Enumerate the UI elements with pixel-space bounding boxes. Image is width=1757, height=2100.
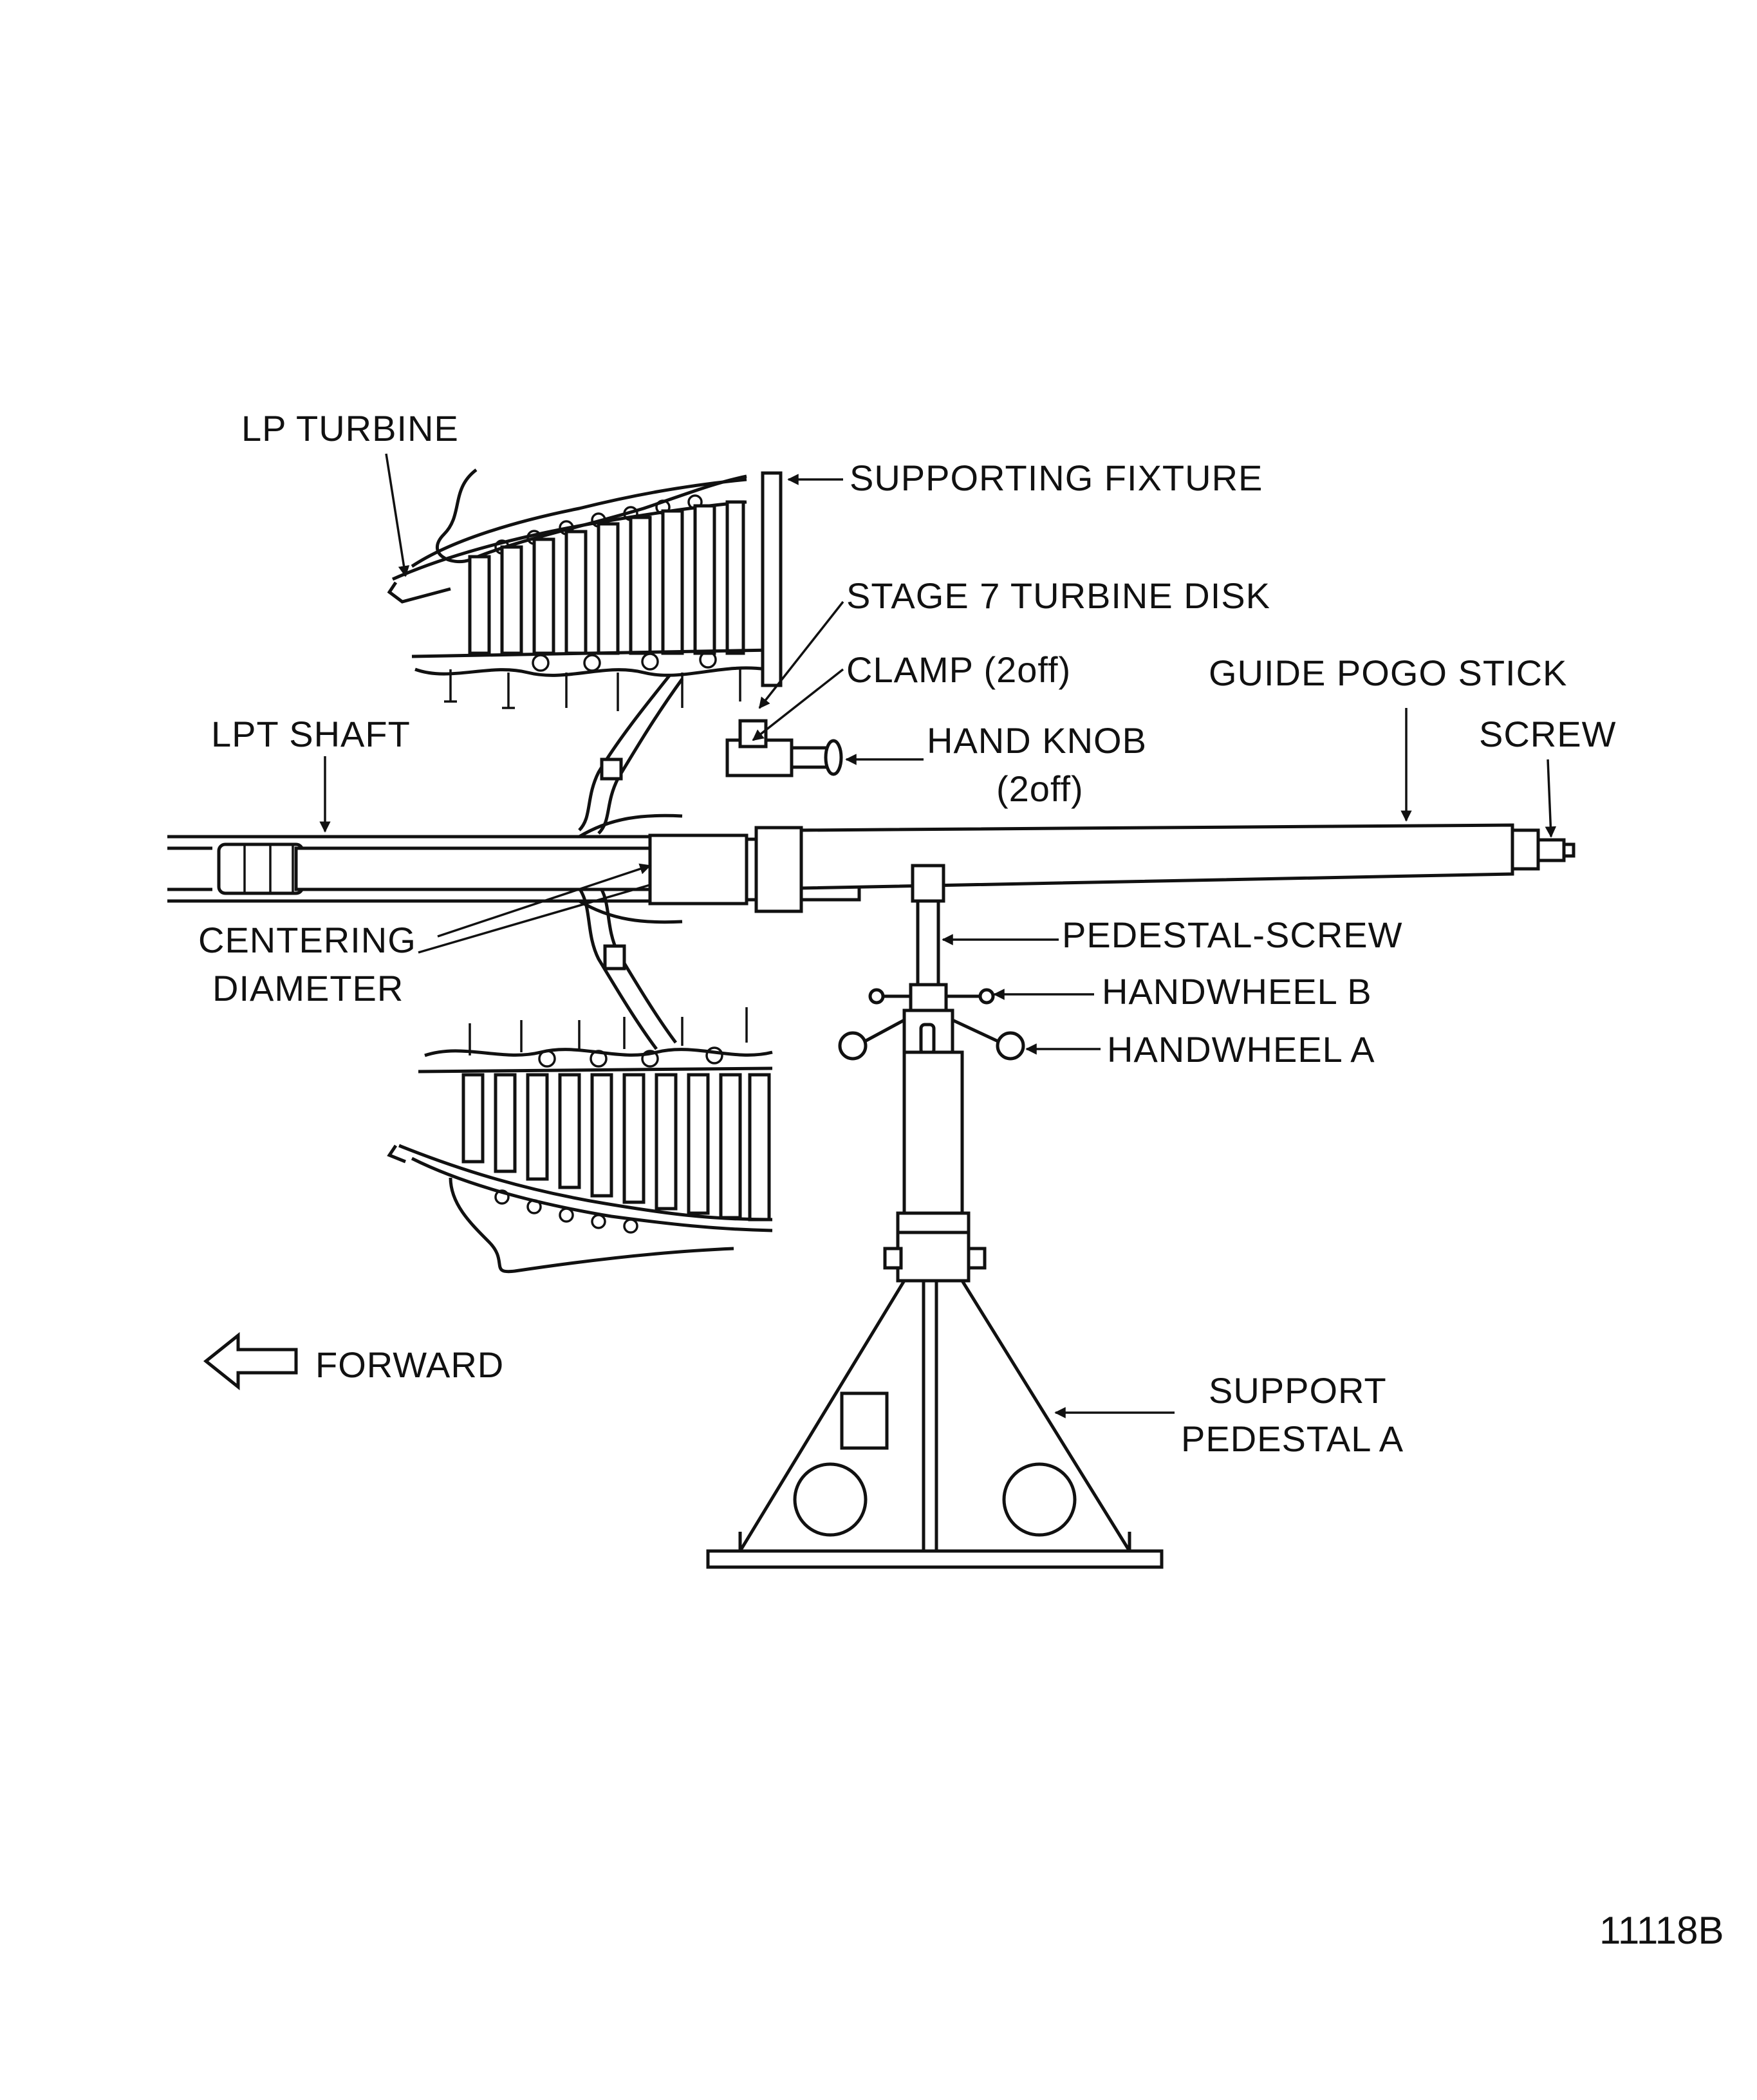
label-diameter: DIAMETER (212, 968, 404, 1008)
handwheel-a (838, 1008, 1025, 1061)
label-forward: FORWARD (315, 1344, 504, 1385)
lp-turbine-upper (387, 469, 773, 711)
label-handwheel-b: HANDWHEEL B (1102, 971, 1372, 1012)
label-clamp: CLAMP (2off) (846, 649, 1071, 690)
leader-lines (319, 453, 1557, 1418)
label-guide-pogo-stick: GUIDE POGO STICK (1209, 653, 1567, 693)
figure-id: 11118B (1599, 1909, 1724, 1952)
clamp (725, 719, 829, 777)
handwheel-b (868, 983, 995, 1012)
pedestal-screw (916, 899, 940, 990)
support-pedestal-a (706, 864, 1164, 1569)
label-hand-knob: HAND KNOB (927, 720, 1147, 761)
label-pedestal-screw: PEDESTAL-SCREW (1062, 915, 1402, 955)
label-support: SUPPORT (1209, 1370, 1387, 1411)
label-centering: CENTERING (198, 920, 416, 960)
label-lp-turbine: LP TURBINE (241, 408, 459, 449)
label-pedestal-a: PEDESTAL A (1181, 1418, 1404, 1459)
label-screw: SCREW (1479, 714, 1616, 754)
screw (1536, 838, 1566, 862)
left-arrow-outline-icon (203, 1332, 298, 1391)
centering-diameter (648, 833, 748, 906)
hand-knob (824, 739, 843, 776)
label-hand-knob-qty: (2off) (996, 768, 1084, 809)
label-handwheel-a: HANDWHEEL A (1107, 1029, 1375, 1070)
label-lpt-shaft: LPT SHAFT (211, 714, 411, 754)
label-supporting-fixture: SUPPORTING FIXTURE (850, 458, 1263, 498)
lp-turbine-lower (387, 1007, 773, 1274)
label-stage7-turbine-disk: STAGE 7 TURBINE DISK (846, 575, 1270, 616)
shaft-nut (217, 842, 304, 895)
guide-pogo-stick (294, 823, 1576, 913)
lpt-shaft (167, 813, 683, 924)
supporting-fixture (761, 471, 783, 687)
